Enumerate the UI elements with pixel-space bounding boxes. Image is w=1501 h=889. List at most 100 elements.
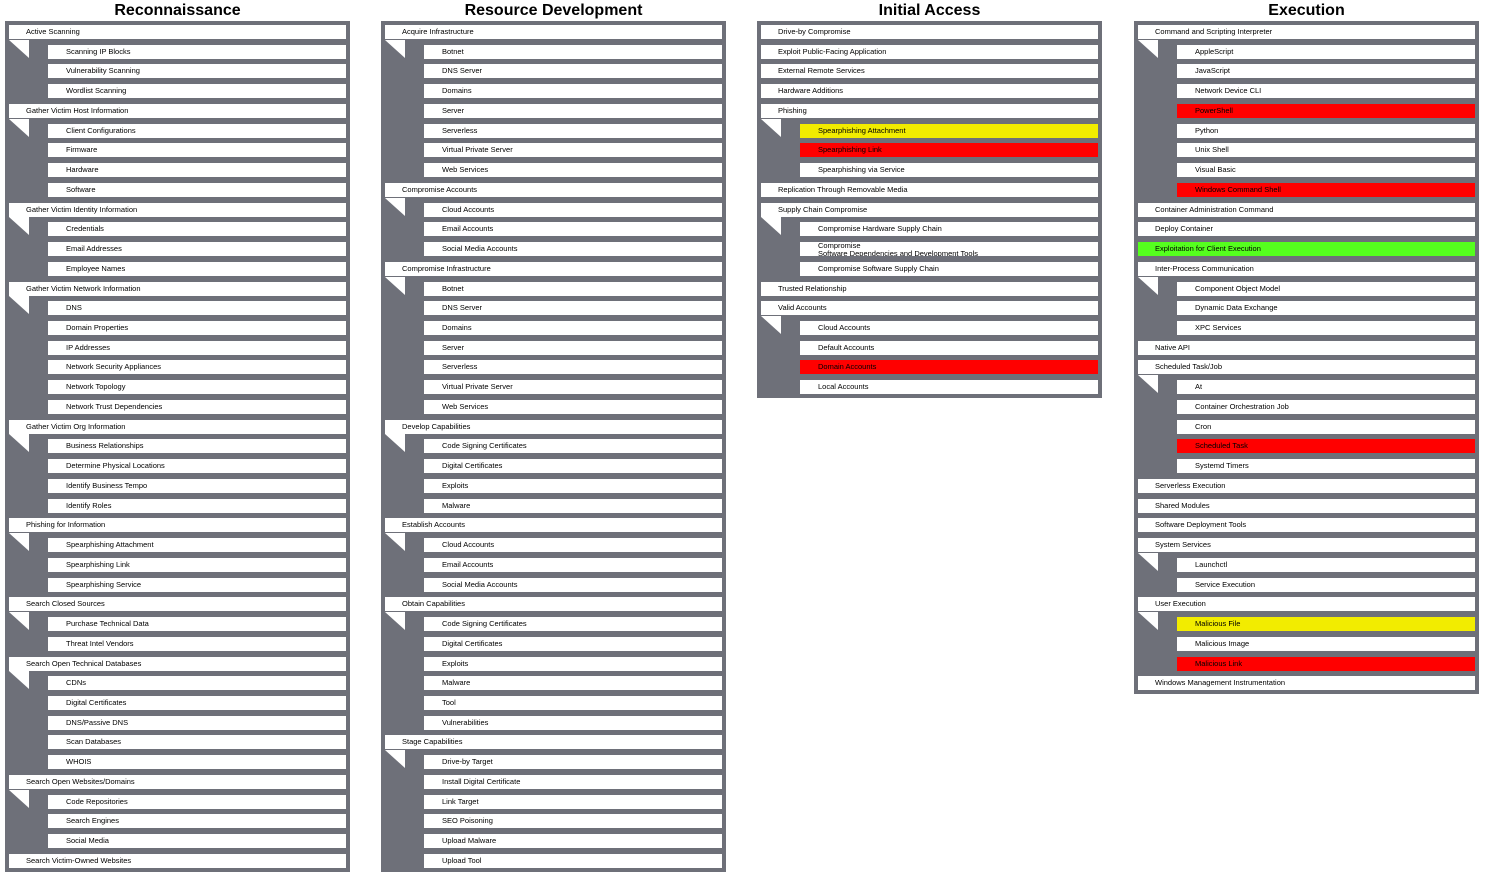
- technique-cell[interactable]: Gather Victim Host Information: [9, 103, 346, 118]
- technique-cell[interactable]: Valid Accounts: [761, 301, 1098, 316]
- subtechnique-cell[interactable]: Launchctl: [1177, 557, 1475, 572]
- technique-cell[interactable]: Acquire Infrastructure: [385, 25, 722, 39]
- subtechnique-cell[interactable]: Domain Properties: [48, 321, 346, 336]
- subtechnique-cell[interactable]: Web Services: [424, 163, 722, 178]
- subtechnique-cell[interactable]: Serverless: [424, 360, 722, 375]
- subtechnique-cell[interactable]: Domain Accounts: [800, 360, 1098, 375]
- subtechnique-cell[interactable]: Exploits: [424, 478, 722, 493]
- subtechnique-cell[interactable]: Compromise Hardware Supply Chain: [800, 222, 1098, 237]
- subtechnique-cell[interactable]: Email Addresses: [48, 242, 346, 257]
- subtechnique-cell[interactable]: Digital Certificates: [424, 636, 722, 651]
- technique-cell[interactable]: Inter-Process Communication: [1138, 261, 1475, 276]
- technique-cell[interactable]: Hardware Additions: [761, 84, 1098, 99]
- technique-cell[interactable]: Compromise Infrastructure: [385, 261, 722, 276]
- subtechnique-cell[interactable]: Credentials: [48, 222, 346, 237]
- subtechnique-cell[interactable]: Compromise Software Supply Chain: [800, 261, 1098, 276]
- subtechnique-cell[interactable]: DNS: [48, 301, 346, 316]
- subtechnique-cell[interactable]: Threat Intel Vendors: [48, 636, 346, 651]
- subtechnique-cell[interactable]: Social Media: [48, 834, 346, 849]
- subtechnique-cell[interactable]: Identify Roles: [48, 498, 346, 513]
- subtechnique-cell[interactable]: Default Accounts: [800, 340, 1098, 355]
- subtechnique-cell[interactable]: Hardware: [48, 163, 346, 178]
- technique-cell[interactable]: Search Open Websites/Domains: [9, 774, 346, 789]
- subtechnique-cell[interactable]: Employee Names: [48, 261, 346, 276]
- technique-cell[interactable]: Replication Through Removable Media: [761, 182, 1098, 197]
- subtechnique-cell[interactable]: Link Target: [424, 794, 722, 809]
- technique-cell[interactable]: Stage Capabilities: [385, 735, 722, 750]
- technique-cell[interactable]: Search Closed Sources: [9, 597, 346, 612]
- subtechnique-cell[interactable]: Network Device CLI: [1177, 84, 1475, 99]
- technique-cell[interactable]: Native API: [1138, 340, 1475, 355]
- subtechnique-cell[interactable]: Botnet: [424, 281, 722, 296]
- subtechnique-cell[interactable]: Spearphishing Link: [48, 557, 346, 572]
- subtechnique-cell[interactable]: Client Configurations: [48, 123, 346, 138]
- subtechnique-cell[interactable]: Social Media Accounts: [424, 577, 722, 592]
- subtechnique-cell[interactable]: Server: [424, 103, 722, 118]
- subtechnique-cell[interactable]: Search Engines: [48, 814, 346, 829]
- subtechnique-cell[interactable]: Dynamic Data Exchange: [1177, 301, 1475, 316]
- subtechnique-cell[interactable]: Local Accounts: [800, 380, 1098, 395]
- subtechnique-cell[interactable]: SEO Poisoning: [424, 814, 722, 829]
- technique-cell[interactable]: Software Deployment Tools: [1138, 518, 1475, 533]
- subtechnique-cell[interactable]: Malware: [424, 498, 722, 513]
- subtechnique-cell[interactable]: IP Addresses: [48, 340, 346, 355]
- technique-cell[interactable]: Gather Victim Org Information: [9, 419, 346, 434]
- technique-cell[interactable]: Gather Victim Network Information: [9, 281, 346, 296]
- subtechnique-cell[interactable]: Drive-by Target: [424, 755, 722, 770]
- subtechnique-cell[interactable]: At: [1177, 380, 1475, 395]
- subtechnique-cell[interactable]: WHOIS: [48, 755, 346, 770]
- subtechnique-cell[interactable]: XPC Services: [1177, 321, 1475, 336]
- subtechnique-cell[interactable]: Install Digital Certificate: [424, 774, 722, 789]
- technique-cell[interactable]: Compromise Accounts: [385, 182, 722, 197]
- subtechnique-cell[interactable]: Vulnerability Scanning: [48, 64, 346, 79]
- subtechnique-cell[interactable]: JavaScript: [1177, 64, 1475, 79]
- subtechnique-cell[interactable]: Spearphishing via Service: [800, 163, 1098, 178]
- subtechnique-cell[interactable]: Systemd Timers: [1177, 459, 1475, 474]
- technique-cell[interactable]: Serverless Execution: [1138, 478, 1475, 493]
- subtechnique-cell[interactable]: Service Execution: [1177, 577, 1475, 592]
- subtechnique-cell[interactable]: Social Media Accounts: [424, 242, 722, 257]
- subtechnique-cell[interactable]: Windows Command Shell: [1177, 182, 1475, 197]
- subtechnique-cell[interactable]: PowerShell: [1177, 103, 1475, 118]
- subtechnique-cell[interactable]: Wordlist Scanning: [48, 84, 346, 99]
- technique-cell[interactable]: Container Administration Command: [1138, 202, 1475, 217]
- technique-cell[interactable]: Scheduled Task/Job: [1138, 360, 1475, 375]
- technique-cell[interactable]: Search Open Technical Databases: [9, 656, 346, 671]
- subtechnique-cell[interactable]: DNS Server: [424, 301, 722, 316]
- technique-cell[interactable]: Active Scanning: [9, 25, 346, 39]
- subtechnique-cell[interactable]: Python: [1177, 123, 1475, 138]
- technique-cell[interactable]: User Execution: [1138, 597, 1475, 612]
- subtechnique-cell[interactable]: Spearphishing Attachment: [800, 123, 1098, 138]
- subtechnique-cell[interactable]: Scan Databases: [48, 735, 346, 750]
- technique-cell[interactable]: Phishing: [761, 103, 1098, 118]
- subtechnique-cell[interactable]: Domains: [424, 84, 722, 99]
- subtechnique-cell[interactable]: Digital Certificates: [424, 459, 722, 474]
- subtechnique-cell[interactable]: Malware: [424, 676, 722, 691]
- subtechnique-cell[interactable]: Exploits: [424, 656, 722, 671]
- technique-cell[interactable]: Exploit Public-Facing Application: [761, 44, 1098, 59]
- subtechnique-cell[interactable]: Web Services: [424, 399, 722, 414]
- technique-cell[interactable]: Develop Capabilities: [385, 419, 722, 434]
- technique-cell[interactable]: Command and Scripting Interpreter: [1138, 25, 1475, 39]
- subtechnique-cell[interactable]: Digital Certificates: [48, 695, 346, 710]
- subtechnique-cell[interactable]: Spearphishing Service: [48, 577, 346, 592]
- subtechnique-cell[interactable]: Upload Tool: [424, 853, 722, 868]
- subtechnique-cell[interactable]: Vulnerabilities: [424, 715, 722, 730]
- subtechnique-cell[interactable]: Code Signing Certificates: [424, 439, 722, 454]
- technique-cell[interactable]: Supply Chain Compromise: [761, 202, 1098, 217]
- subtechnique-cell[interactable]: Tool: [424, 695, 722, 710]
- subtechnique-cell[interactable]: Spearphishing Attachment: [48, 538, 346, 553]
- subtechnique-cell[interactable]: Scanning IP Blocks: [48, 44, 346, 59]
- technique-cell[interactable]: System Services: [1138, 538, 1475, 553]
- subtechnique-cell[interactable]: Malicious Image: [1177, 636, 1475, 651]
- technique-cell[interactable]: External Remote Services: [761, 64, 1098, 79]
- subtechnique-cell[interactable]: Serverless: [424, 123, 722, 138]
- subtechnique-cell[interactable]: Network Security Appliances: [48, 360, 346, 375]
- subtechnique-cell[interactable]: Container Orchestration Job: [1177, 399, 1475, 414]
- technique-cell[interactable]: Establish Accounts: [385, 518, 722, 533]
- technique-cell[interactable]: Shared Modules: [1138, 498, 1475, 513]
- subtechnique-cell[interactable]: Cloud Accounts: [800, 321, 1098, 336]
- subtechnique-cell[interactable]: Scheduled Task: [1177, 439, 1475, 454]
- subtechnique-cell[interactable]: Unix Shell: [1177, 143, 1475, 158]
